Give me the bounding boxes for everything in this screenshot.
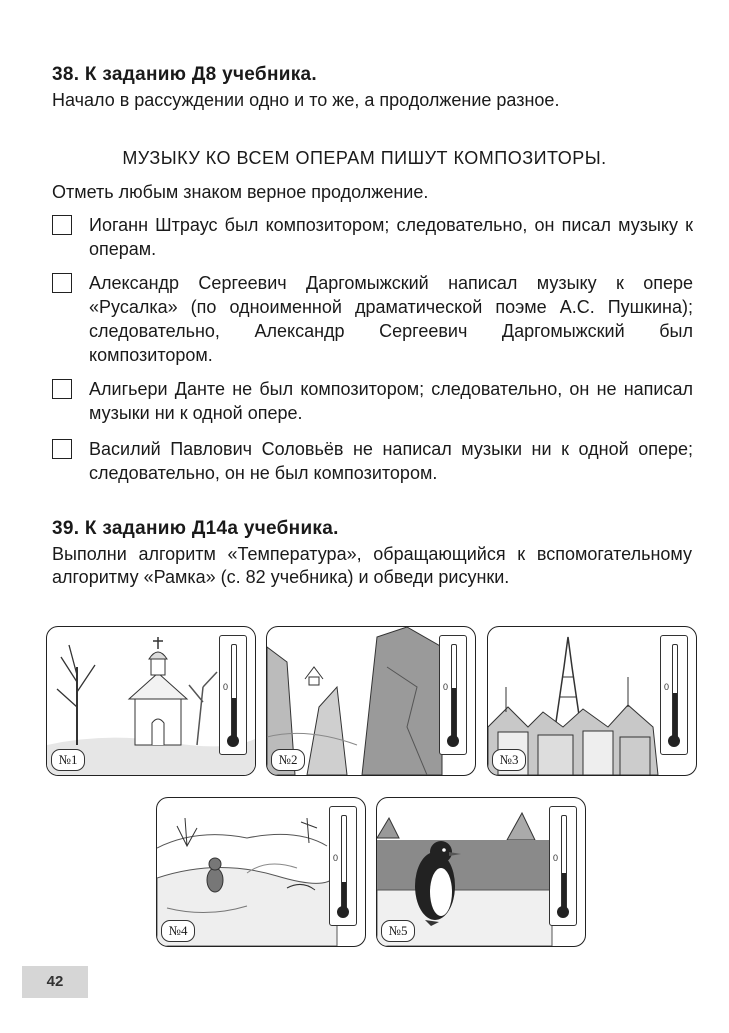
picture-3-label: №3	[492, 749, 526, 771]
task38-instruction: Отметь любым знаком верное продолжение.	[52, 182, 429, 202]
thermometer-4-zero: 0	[333, 853, 339, 863]
task38-intro: Начало в рассуждении одно и то же, а про…	[52, 90, 560, 110]
mountain-pagoda-scene-icon	[267, 627, 443, 775]
picture-3[interactable]: 0 №3	[487, 626, 697, 776]
thermometer-4: 0	[329, 806, 357, 926]
antarctic-penguin-scene-icon	[377, 811, 553, 946]
option-2-text: Александр Сергеевич Даргомыжский написал…	[89, 273, 693, 365]
task38-heading: 38. К заданию Д8 учебника.	[52, 64, 317, 85]
option-1-checkbox[interactable]	[52, 215, 72, 235]
picture-1-label: №1	[51, 749, 85, 771]
winter-church-scene-icon	[47, 637, 255, 775]
task39-intro: Выполни алгоритм «Температура», обращающ…	[52, 544, 692, 587]
picture-4-label: №4	[161, 920, 195, 942]
thermometer-3: 0	[660, 635, 688, 755]
thermometer-3-zero: 0	[664, 682, 670, 692]
task39-heading: 39. К заданию Д14а учебника.	[52, 518, 339, 539]
thermometer-4-level	[342, 882, 346, 910]
option-3-checkbox[interactable]	[52, 379, 72, 399]
thermometer-1-zero: 0	[223, 682, 229, 692]
option-4-checkbox[interactable]	[52, 439, 72, 459]
thermometer-1-level	[232, 698, 236, 739]
thermometer-5-level	[562, 873, 566, 910]
picture-2[interactable]: 0 №2	[266, 626, 476, 776]
option-3-text: Алигьери Данте не был композитором; след…	[89, 379, 693, 423]
page-number: 42	[22, 966, 88, 998]
thermometer-5-zero: 0	[553, 853, 559, 863]
thermometer-2-level	[452, 688, 456, 739]
picture-4[interactable]: 0 №4	[156, 797, 366, 947]
option-2-checkbox[interactable]	[52, 273, 72, 293]
option-1-text: Иоганн Штраус был композитором; следоват…	[89, 215, 693, 259]
picture-5[interactable]: 0 №5	[376, 797, 586, 947]
thermometer-1: 0	[219, 635, 247, 755]
picture-2-label: №2	[271, 749, 305, 771]
task38-statement: МУЗЫКУ КО ВСЕМ ОПЕРАМ ПИШУТ КОМПОЗИТОРЫ.	[122, 148, 607, 168]
picture-1[interactable]: 0 №1	[46, 626, 256, 776]
thermometer-2-zero: 0	[443, 682, 449, 692]
thermometer-2: 0	[439, 635, 467, 755]
picture-5-label: №5	[381, 920, 415, 942]
option-4-text: Василий Павлович Соловьёв не написал муз…	[89, 439, 693, 483]
thermometer-5: 0	[549, 806, 577, 926]
thermometer-3-level	[673, 693, 677, 739]
